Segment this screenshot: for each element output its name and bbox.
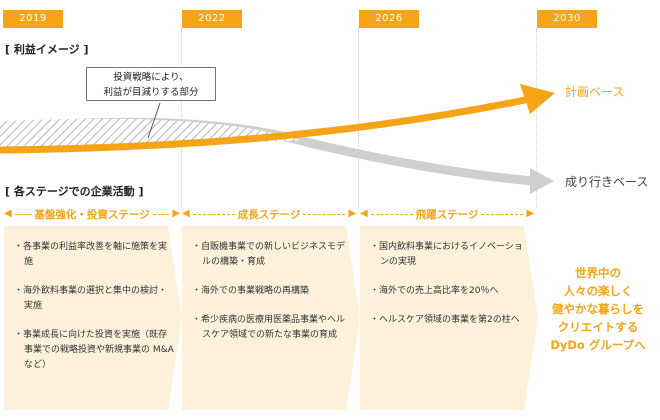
year-marker-2030: 2030 <box>537 10 597 28</box>
stage-box-growth: ・自販機事業での新しいビジネスモデルの構築・育成 ・海外での事業戦略の再構築 ・… <box>182 226 360 410</box>
stage-box-foundation: ・各事業の利益率改善を軸に施策を実施 ・海外飲料事業の選択と集中の検討・実施 ・… <box>4 226 182 410</box>
stage-header-leap: ◀ 飛躍ステージ ▶ <box>360 206 534 222</box>
stage-name: 基盤強化・投資ステージ <box>34 208 150 221</box>
callout-line-2: 利益が目減りする部分 <box>103 87 199 98</box>
left-arrow-icon: ◀ <box>182 208 190 219</box>
year-marker-2019: 2019 <box>3 10 63 28</box>
callout-pointer <box>147 102 161 139</box>
activity-item: ・国内飲料事業におけるイノベーションの実現 <box>370 242 523 267</box>
left-arrow-icon: ◀ <box>360 208 368 219</box>
activity-item: ・事業成長に向けた投資を実施（既存事業での戦略投資や新規事業の M&A など） <box>14 330 174 370</box>
natural-trend-arrowhead <box>530 168 554 194</box>
activity-item: ・自販機事業での新しいビジネスモデルの構築・育成 <box>192 242 346 267</box>
vision-line: 健やかな暮らしを <box>552 302 644 316</box>
year-guide-2026 <box>358 28 359 208</box>
vision-line: DyDo グループへ <box>550 338 646 352</box>
right-arrow-icon: ▶ <box>348 208 357 219</box>
activity-item: ・海外での売上高比率を20％へ <box>370 286 499 296</box>
activity-item: ・各事業の利益率改善を軸に施策を実施 <box>14 242 168 267</box>
vision-statement: 世界中の 人々の楽しく 健やかな暮らしを クリエイトする DyDo グループへ <box>538 264 658 354</box>
vision-line: クリエイトする <box>557 320 639 334</box>
stage-box-leap: ・国内飲料事業におけるイノベーションの実現 ・海外での売上高比率を20％へ ・ヘ… <box>360 226 538 410</box>
plan-trend-line <box>0 95 531 154</box>
profit-reduction-callout: 投資戦略により、 利益が目減りする部分 <box>86 67 216 101</box>
year-guide-2030 <box>536 28 537 208</box>
callout-line-1: 投資戦略により、 <box>113 72 189 83</box>
right-arrow-icon: ▶ <box>172 208 181 219</box>
year-marker-2022: 2022 <box>182 10 242 28</box>
vision-line: 人々の楽しく <box>563 284 633 298</box>
activity-item: ・希少疾病の医療用医薬品事業やヘルスケア領域での新たな事業の育成 <box>192 315 346 340</box>
stage-name: 成長ステージ <box>237 208 301 221</box>
vision-line: 世界中の <box>575 266 621 280</box>
activity-item: ・ヘルスケア領域の事業を第2の柱へ <box>370 315 520 325</box>
right-arrow-icon: ▶ <box>526 208 535 219</box>
plan-base-label: 計画ベース <box>565 85 625 99</box>
stage-header-foundation: ◀ 基盤強化・投資ステージ ▶ <box>4 206 180 222</box>
left-arrow-icon: ◀ <box>4 208 12 219</box>
year-marker-2026: 2026 <box>359 10 419 28</box>
activity-item: ・海外での事業戦略の再構築 <box>192 286 310 296</box>
plan-trend-arrowhead <box>520 84 555 114</box>
profit-section-title: [ 利益イメージ ] <box>5 43 89 56</box>
activity-item: ・海外飲料事業の選択と集中の検討・実施 <box>14 286 168 311</box>
activities-section-title: [ 各ステージでの企業活動 ] <box>5 185 144 198</box>
year-guide-2022 <box>181 28 182 208</box>
stage-header-growth: ◀ 成長ステージ ▶ <box>182 206 356 222</box>
profit-trend-graphic <box>0 84 555 194</box>
natural-base-label: 成り行きベース <box>565 175 649 189</box>
stage-name: 飛躍ステージ <box>415 208 479 221</box>
